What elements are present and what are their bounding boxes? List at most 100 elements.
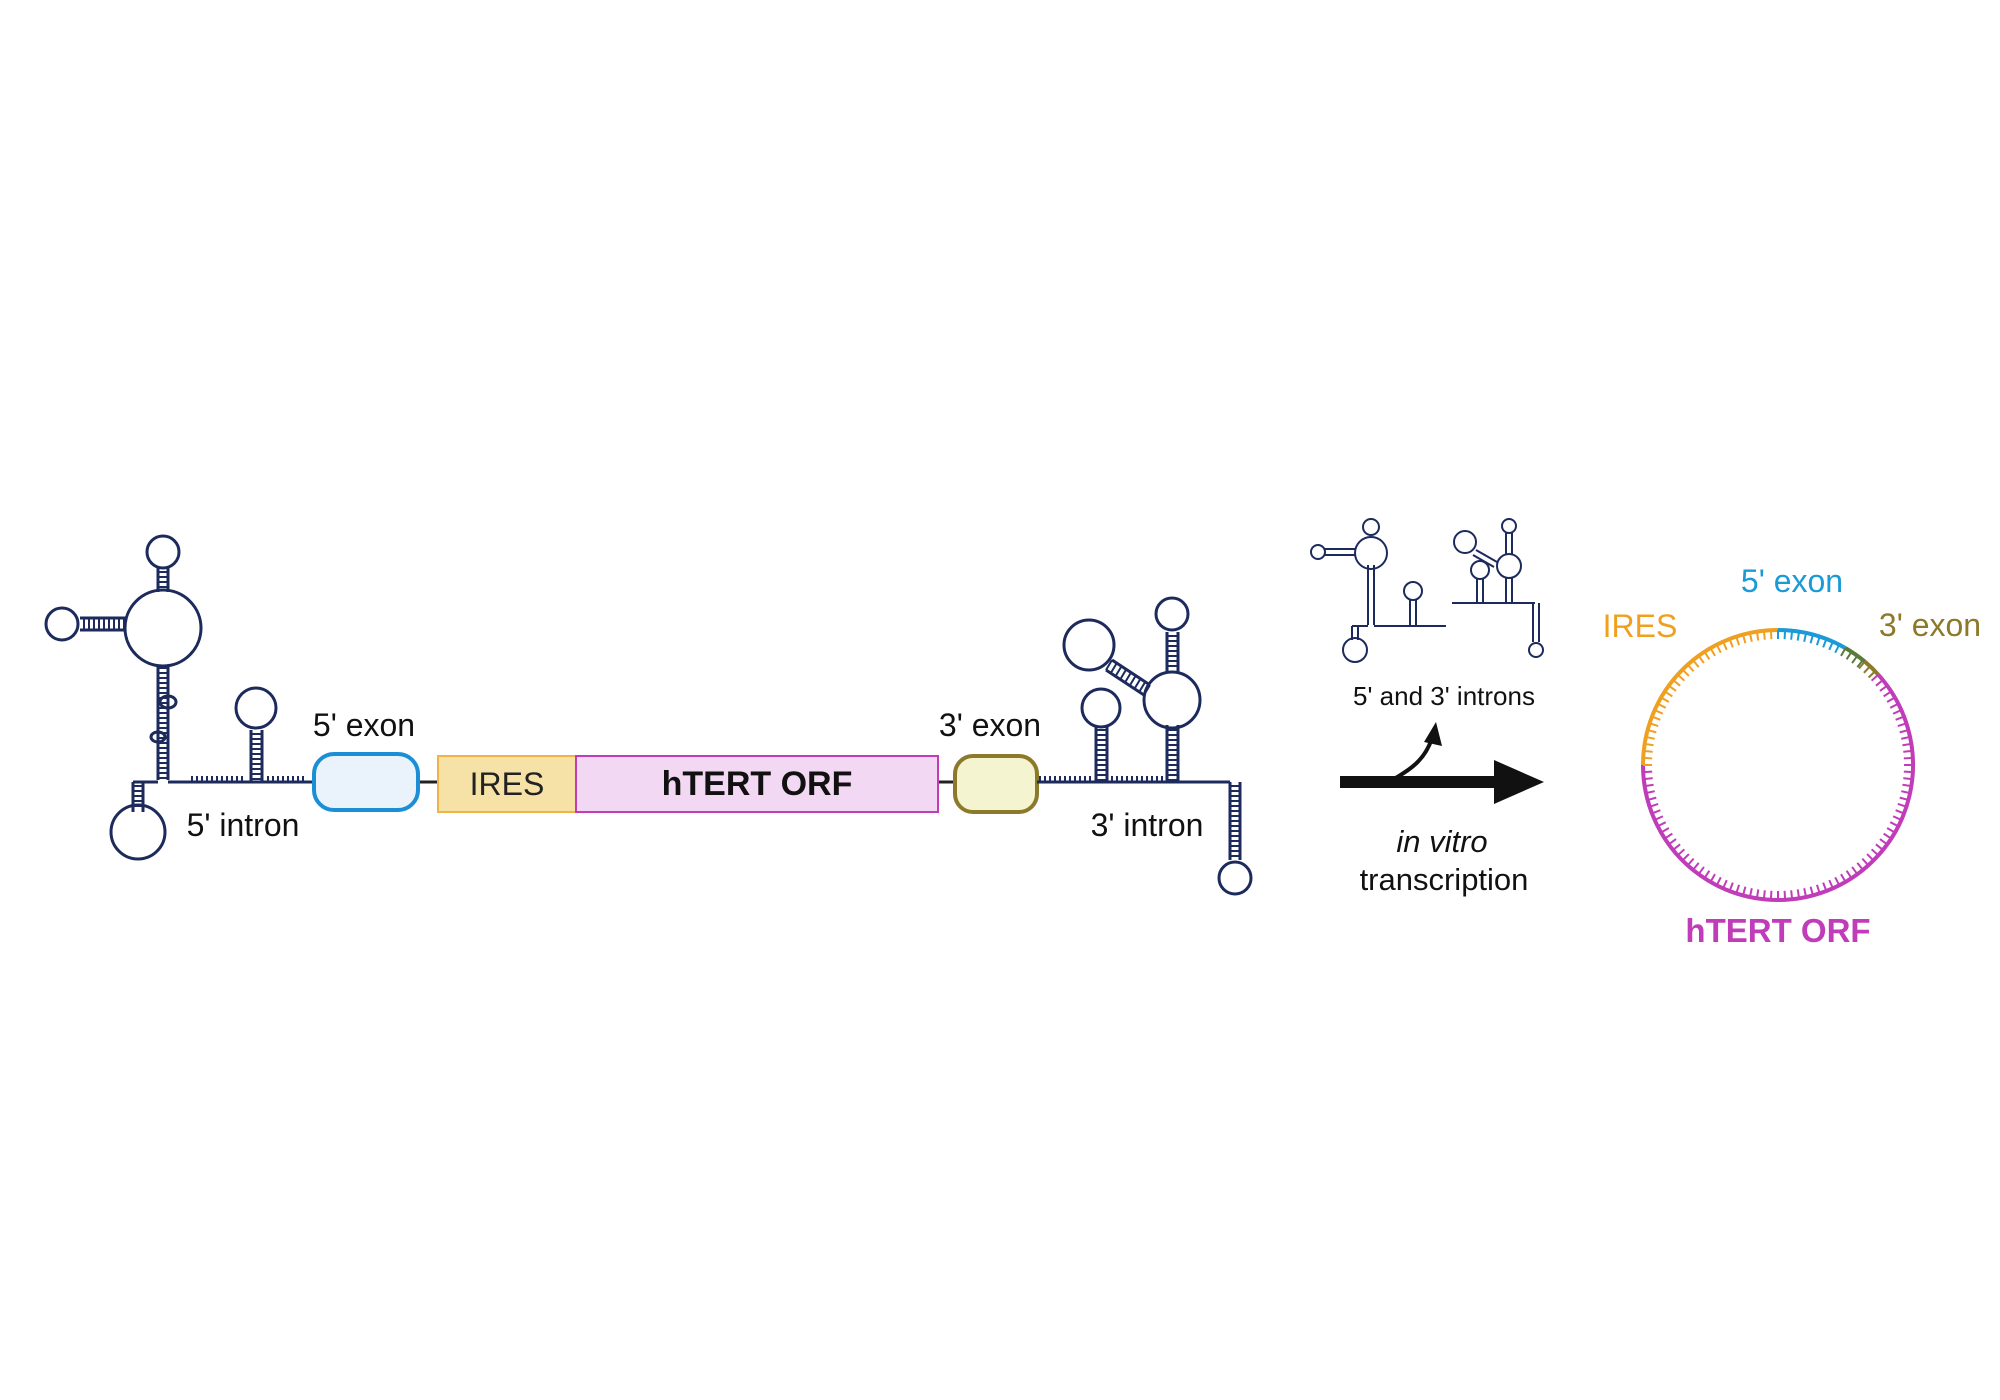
- circle-tick: [1892, 709, 1902, 715]
- circle-tick: [1828, 641, 1834, 651]
- circle-tick: [1657, 821, 1667, 828]
- circle-tick: [1796, 889, 1801, 899]
- circle-tick: [1643, 777, 1653, 781]
- circle-tick: [1883, 832, 1892, 840]
- circle-tick: [1815, 636, 1821, 646]
- circle-tick: [1649, 802, 1659, 808]
- circle-tick: [1681, 853, 1690, 862]
- base-pair: [1124, 671, 1132, 684]
- circle-tick: [1755, 631, 1760, 641]
- circle-segment: [1641, 673, 1915, 902]
- circle-segment: [1863, 660, 1880, 677]
- circle-tick: [1809, 634, 1814, 644]
- circle-tick: [1762, 890, 1766, 900]
- circle-tick: [1845, 651, 1853, 660]
- ires-box: [437, 755, 577, 813]
- base-pair: [1114, 665, 1123, 677]
- circle-tick: [1735, 884, 1741, 894]
- circle-tick: [1762, 630, 1766, 640]
- base-pair: [1105, 659, 1113, 671]
- main-arrow-head: [1494, 760, 1544, 804]
- circle-tick: [1845, 870, 1853, 879]
- main-arrow-shaft: [1340, 776, 1500, 788]
- circle-tick: [1790, 630, 1794, 640]
- circle-tick: [1703, 651, 1711, 660]
- circle-tick: [1651, 715, 1661, 721]
- circle-tick: [1861, 857, 1870, 866]
- circle-tick: [1889, 702, 1899, 709]
- circle-tick: [1681, 668, 1690, 677]
- circle-tick: [1889, 821, 1899, 828]
- circle-tick: [1897, 722, 1907, 728]
- circle-tick: [1715, 644, 1722, 654]
- circle-tick: [1866, 853, 1875, 862]
- circle-tick: [1697, 655, 1705, 664]
- circle-tick: [1815, 884, 1821, 894]
- circle-tick: [1834, 876, 1841, 886]
- circle-tick: [1668, 684, 1677, 692]
- circle-tick: [1822, 638, 1828, 648]
- circle-tick: [1755, 889, 1760, 899]
- base-pair: [1138, 681, 1147, 693]
- intron3-base-pairs: [1039, 635, 1240, 857]
- circle-segment: [1641, 628, 1779, 766]
- circle-tick: [1728, 638, 1734, 648]
- circle-tick: [1668, 838, 1677, 846]
- circle-tick: [1735, 636, 1741, 646]
- circle-tick: [1840, 873, 1847, 883]
- circle-tick: [1660, 827, 1670, 834]
- circle-tick: [1903, 749, 1913, 753]
- circle-tick: [1870, 848, 1879, 857]
- circle-tick: [1649, 722, 1659, 728]
- circle-tick: [1709, 647, 1716, 657]
- circle-tick: [1715, 876, 1722, 886]
- circle-tick: [1647, 796, 1657, 801]
- circle-tick: [1870, 673, 1879, 682]
- circle-tick: [1809, 886, 1814, 896]
- base-pair: [1128, 675, 1137, 687]
- intron5-base-pairs: [83, 571, 304, 807]
- circle-tick: [1654, 815, 1664, 821]
- released-introns-label: 5' and 3' introns: [1353, 681, 1535, 711]
- circle-tick: [1644, 783, 1654, 788]
- circle-tick: [1748, 632, 1753, 642]
- circle-tick: [1722, 641, 1728, 651]
- orf-label: hTERT ORF: [662, 765, 853, 803]
- circle-tick: [1803, 632, 1808, 642]
- circle-tick: [1686, 664, 1695, 673]
- exon3-box: [953, 754, 1039, 814]
- circle-tick: [1664, 832, 1673, 840]
- transcription-step: 5' and 3' introns in vitro transcription: [1310, 518, 1544, 897]
- orf-box: [575, 755, 939, 813]
- circle-tick: [1856, 659, 1864, 668]
- circle-tick: [1901, 735, 1911, 740]
- exon3-label: 3' exon: [939, 707, 1041, 743]
- circle-tick: [1644, 742, 1654, 747]
- base-pair: [1133, 678, 1142, 690]
- circle-tick: [1879, 838, 1888, 846]
- exon5-box: [312, 752, 420, 812]
- circle-tick: [1828, 879, 1834, 889]
- circle-tick: [1672, 679, 1681, 687]
- circle-tick: [1886, 827, 1896, 834]
- circle-tick: [1851, 655, 1859, 664]
- circle-tick: [1863, 665, 1871, 674]
- circle-tick: [1840, 647, 1847, 657]
- circle-tick: [1899, 796, 1909, 801]
- circle-tick: [1897, 802, 1907, 808]
- base-pair: [1119, 668, 1128, 680]
- circle-tick: [1895, 715, 1905, 721]
- circle-tick: [1790, 890, 1794, 900]
- circle-tick: [1902, 742, 1912, 747]
- transcription-label: transcription: [1360, 862, 1529, 897]
- circle-tick: [1686, 857, 1695, 866]
- circle-tick: [1834, 644, 1841, 654]
- circle-tick: [1886, 696, 1896, 703]
- circle-tick: [1677, 848, 1686, 857]
- circle-tick: [1722, 879, 1728, 889]
- release-arrow: [1391, 737, 1434, 782]
- circle-tick: [1677, 673, 1686, 682]
- circle-tick: [1851, 866, 1859, 875]
- circle-tick: [1895, 809, 1905, 815]
- circle-tick: [1875, 843, 1884, 851]
